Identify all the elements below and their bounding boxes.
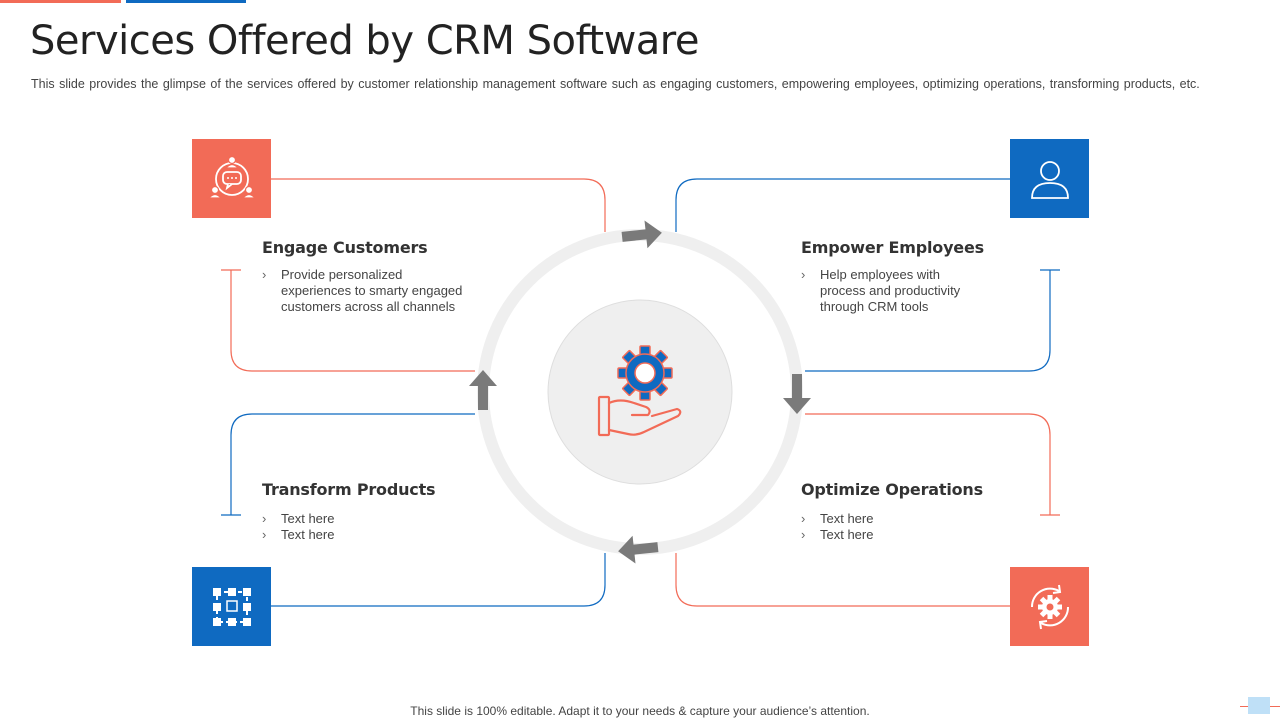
connector-transform-upper xyxy=(230,413,475,515)
page-title: Services Offered by CRM Software xyxy=(30,18,699,64)
empower-employees-heading: Empower Employees xyxy=(801,238,984,257)
user-icon xyxy=(1030,160,1069,199)
list-item: Text here xyxy=(801,511,1001,527)
gear-hand-icon xyxy=(617,345,673,401)
connector-engage xyxy=(270,178,606,232)
empower-employees-bullets: Help employees with process and producti… xyxy=(801,267,973,315)
hand-icon xyxy=(597,395,682,437)
customer-network-icon xyxy=(207,155,256,199)
list-item: Help employees with process and producti… xyxy=(801,267,973,315)
transform-products-bullets: Text here Text here xyxy=(262,511,462,543)
arrow-bottom-icon xyxy=(618,535,659,564)
engage-customers-bullets: Provide personalized experiences to smar… xyxy=(262,267,467,315)
empower-employees-icon-box xyxy=(1010,139,1089,218)
arrow-top-icon xyxy=(621,220,662,249)
transform-products-icon-box xyxy=(192,567,271,646)
top-accent-bar-red xyxy=(0,0,121,3)
arrow-left-icon xyxy=(469,370,497,410)
connector-transform xyxy=(270,553,606,607)
gear-cycle-icon xyxy=(1030,584,1069,629)
list-item: Text here xyxy=(262,511,462,527)
transform-products-heading: Transform Products xyxy=(262,480,436,499)
top-accent-bar-blue xyxy=(126,0,246,3)
optimize-operations-bullets: Text here Text here xyxy=(801,511,1001,543)
connector-engage-lower xyxy=(230,270,475,372)
product-frame-icon xyxy=(212,587,251,626)
connector-empower xyxy=(675,178,1010,232)
arrow-right-icon xyxy=(783,374,811,414)
optimize-operations-icon-box xyxy=(1010,567,1089,646)
optimize-operations-heading: Optimize Operations xyxy=(801,480,983,499)
list-item: Provide personalized experiences to smar… xyxy=(262,267,467,315)
engage-customers-icon-box xyxy=(192,139,271,218)
corner-marker xyxy=(1248,697,1270,714)
list-item: Text here xyxy=(262,527,462,543)
engage-customers-heading: Engage Customers xyxy=(262,238,428,257)
footer-note: This slide is 100% editable. Adapt it to… xyxy=(410,704,870,718)
connector-optimize xyxy=(675,553,1010,607)
list-item: Text here xyxy=(801,527,1001,543)
page-subtitle: This slide provides the glimpse of the s… xyxy=(31,77,1200,91)
connector-optimize-upper xyxy=(805,413,1051,515)
connector-empower-lower xyxy=(805,270,1051,372)
